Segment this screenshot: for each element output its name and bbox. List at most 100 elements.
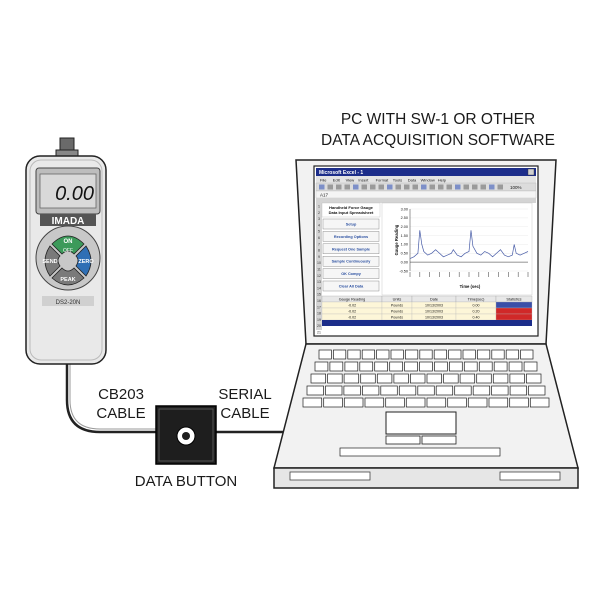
toolbar-icon[interactable]: [404, 184, 410, 190]
zero-button[interactable]: [75, 245, 92, 277]
send-button[interactable]: [44, 245, 61, 277]
menu-item[interactable]: File: [320, 178, 327, 183]
keyboard-key[interactable]: [347, 349, 361, 360]
keyboard-key[interactable]: [529, 397, 550, 408]
keyboard-key[interactable]: [410, 373, 426, 384]
menu-item[interactable]: Format: [376, 178, 390, 183]
keyboard-key[interactable]: [390, 349, 404, 360]
toolbar-icon[interactable]: [472, 184, 478, 190]
statistics-cell[interactable]: [495, 313, 533, 321]
toolbar-icon[interactable]: [344, 184, 351, 190]
macro-button[interactable]: [322, 268, 380, 279]
toolbar-icon[interactable]: [353, 184, 359, 190]
keyboard-key[interactable]: [364, 397, 385, 408]
zoom-level[interactable]: 100%: [510, 185, 522, 190]
toolbar-icon[interactable]: [412, 184, 419, 190]
keyboard-key[interactable]: [404, 361, 418, 372]
toolbar-icon[interactable]: [387, 184, 393, 190]
toolbar-icon[interactable]: [361, 184, 368, 190]
keyboard-key[interactable]: [417, 385, 435, 396]
keyboard-key[interactable]: [314, 361, 329, 372]
menu-item[interactable]: Edit: [333, 178, 341, 183]
statistics-cell[interactable]: [495, 301, 533, 309]
macro-button[interactable]: [322, 231, 380, 242]
keyboard-key[interactable]: [344, 361, 359, 372]
peak-button[interactable]: [51, 267, 85, 286]
keyboard-key[interactable]: [374, 361, 388, 372]
keyboard-key[interactable]: [380, 385, 398, 396]
menu-item[interactable]: Help: [438, 178, 447, 183]
toolbar-icon[interactable]: [455, 184, 461, 190]
keyboard-key[interactable]: [362, 385, 380, 396]
keyboard-key[interactable]: [360, 373, 376, 384]
toolbar-icon[interactable]: [480, 184, 487, 190]
keyboard-key[interactable]: [343, 397, 364, 408]
keyboard-key[interactable]: [435, 385, 454, 396]
keyboard-key[interactable]: [491, 385, 509, 396]
keyboard-key[interactable]: [478, 361, 493, 372]
statistics-cell[interactable]: [495, 307, 533, 315]
keyboard-key[interactable]: [459, 373, 476, 384]
keyboard-key[interactable]: [526, 373, 542, 384]
menu-item[interactable]: Data: [408, 178, 417, 183]
keyboard-key[interactable]: [448, 349, 462, 360]
keyboard-key[interactable]: [385, 397, 405, 408]
keyboard-key[interactable]: [419, 361, 433, 372]
touchpad-left-button[interactable]: [385, 435, 421, 445]
laptop-touchpad[interactable]: [385, 411, 457, 435]
keyboard-key[interactable]: [329, 361, 344, 372]
selected-row[interactable]: [322, 320, 532, 326]
menu-item[interactable]: Insert: [358, 178, 369, 183]
keyboard-key[interactable]: [361, 349, 375, 360]
keyboard-key[interactable]: [443, 373, 459, 384]
toolbar-icon[interactable]: [378, 184, 385, 190]
keyboard-key[interactable]: [376, 349, 390, 360]
keyboard-key[interactable]: [488, 397, 509, 408]
keyboard-key[interactable]: [343, 385, 361, 396]
toolbar-icon[interactable]: [319, 184, 325, 190]
keyboard-key[interactable]: [509, 385, 527, 396]
keyboard-key[interactable]: [462, 349, 476, 360]
keyboard-key[interactable]: [398, 385, 417, 396]
keyboard-key[interactable]: [419, 349, 433, 360]
keyboard-key[interactable]: [389, 361, 403, 372]
keyboard-key[interactable]: [433, 349, 447, 360]
toolbar-icon[interactable]: [497, 184, 504, 190]
macro-button[interactable]: [322, 243, 380, 255]
keyboard-key[interactable]: [302, 397, 323, 408]
keyboard-key[interactable]: [434, 361, 448, 372]
menu-item[interactable]: View: [346, 178, 355, 183]
keyboard-key[interactable]: [477, 349, 491, 360]
toolbar-icon[interactable]: [421, 184, 427, 190]
on-button[interactable]: [51, 235, 85, 255]
keyboard-key[interactable]: [523, 361, 538, 372]
keyboard-key[interactable]: [359, 361, 374, 372]
keyboard-key[interactable]: [376, 373, 393, 384]
keyboard-key[interactable]: [491, 349, 505, 360]
keyboard-key[interactable]: [426, 373, 442, 384]
keyboard-key[interactable]: [463, 361, 478, 372]
cell-reference[interactable]: A17: [320, 193, 329, 198]
keyboard-key[interactable]: [509, 373, 525, 384]
toolbar-icon[interactable]: [429, 184, 436, 190]
keyboard-key[interactable]: [476, 373, 492, 384]
keyboard-key[interactable]: [405, 349, 419, 360]
keyboard-key[interactable]: [306, 385, 324, 396]
toolbar-icon[interactable]: [446, 184, 453, 190]
macro-button[interactable]: [322, 218, 380, 230]
toolbar-icon[interactable]: [327, 184, 334, 190]
keyboard-key[interactable]: [454, 385, 472, 396]
keyboard-key[interactable]: [492, 373, 509, 384]
keyboard-key[interactable]: [426, 397, 447, 408]
menu-item[interactable]: Window: [421, 178, 435, 183]
keyboard-key[interactable]: [528, 385, 546, 396]
keyboard-key[interactable]: [508, 361, 523, 372]
keyboard-key[interactable]: [323, 397, 343, 408]
keyboard-key[interactable]: [327, 373, 343, 384]
window-close-button[interactable]: [527, 168, 535, 176]
menu-item[interactable]: Tools: [393, 178, 402, 183]
toolbar-icon[interactable]: [438, 184, 444, 190]
space-bar[interactable]: [339, 447, 501, 457]
macro-button[interactable]: [322, 280, 380, 292]
keyboard-key[interactable]: [333, 349, 347, 360]
